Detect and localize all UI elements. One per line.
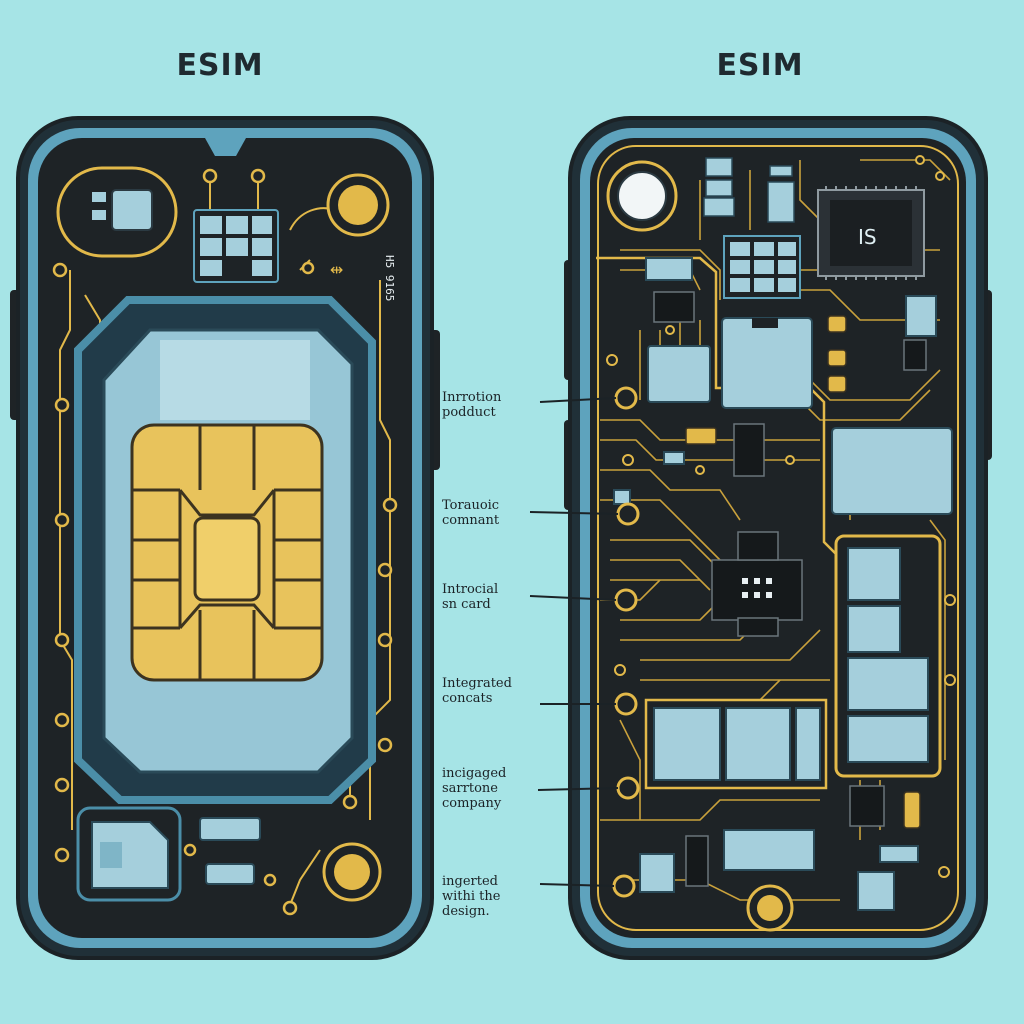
- callout-line: incigaged: [442, 766, 507, 781]
- right-phone-title: ESIM: [716, 48, 804, 83]
- callout-label: ingerted withi the design.: [442, 874, 542, 919]
- callout-line: Torauoic: [442, 498, 500, 513]
- right-phone-bottom-chip: [857, 871, 895, 911]
- right-phone-gold-components: [685, 315, 921, 829]
- right-phone-camera-lens: [617, 171, 667, 221]
- callout-label: Inrrotion podduct: [442, 390, 542, 420]
- right-phone-chip-label: IS: [858, 225, 877, 249]
- callout-line: design.: [442, 904, 490, 919]
- callout-line: ingerted: [442, 874, 498, 889]
- callout-line: sn card: [442, 597, 491, 612]
- left-phone: ⇹ H5 9165: [10, 116, 440, 960]
- left-phone-bottom-module: [76, 806, 182, 902]
- callout-label: Integrated concats: [442, 676, 542, 706]
- right-phone-battery-module: [834, 534, 942, 778]
- callout-line: concats: [442, 691, 493, 706]
- callout-label: Introcial sn card: [442, 582, 542, 612]
- left-phone-side-label: H5 9165: [383, 255, 396, 301]
- left-phone-arrow-glyph: ⇹: [330, 260, 343, 279]
- right-phone-vias: [606, 155, 956, 878]
- right-phone-grid-chip: [723, 235, 801, 299]
- right-phone-bottom-modules: [644, 698, 828, 790]
- left-phone-small-chip: [199, 817, 261, 841]
- right-phone-top-components: [703, 157, 795, 223]
- right-phone-gold-ring: [757, 895, 783, 921]
- callout-leaders: [529, 397, 619, 887]
- right-phone-bottom-chip: [639, 853, 675, 893]
- right-phone-chip-pads: [742, 578, 772, 598]
- right-phone-bottom-chip: [723, 829, 815, 871]
- callout-line: Integrated: [442, 676, 512, 691]
- left-phone-notch: [205, 138, 246, 156]
- right-phone: IS: [564, 116, 992, 960]
- right-phone-bottom-chip: [879, 845, 919, 863]
- callout-line: company: [442, 796, 502, 811]
- left-phone-sim-chip: [130, 423, 324, 682]
- right-phone-components: [613, 257, 953, 515]
- left-phone-sim-highlight: [160, 340, 310, 420]
- callout-label: incigaged sarrtone company: [442, 766, 542, 811]
- left-phone-vias: [52, 168, 398, 916]
- left-phone-gold-disk: [334, 854, 370, 890]
- left-phone-title: ESIM: [176, 48, 264, 83]
- callout-line: Introcial: [442, 582, 499, 597]
- callout-line: sarrtone: [442, 781, 498, 796]
- left-phone-grid-chip: [193, 209, 279, 283]
- right-phone-processor-chip: [817, 186, 925, 280]
- callout-line: Inrrotion: [442, 390, 502, 405]
- callout-line: comnant: [442, 513, 500, 528]
- callout-line: withi the: [442, 889, 501, 904]
- right-phone-component-notch: [752, 318, 778, 328]
- right-phone-black-chips: [653, 291, 927, 887]
- callout-label: Torauoic comnant: [442, 498, 542, 528]
- left-phone-gold-disk: [338, 185, 378, 225]
- left-phone-camera-module: [56, 166, 178, 258]
- callout-line: podduct: [442, 405, 496, 420]
- left-phone-small-chip: [205, 863, 255, 885]
